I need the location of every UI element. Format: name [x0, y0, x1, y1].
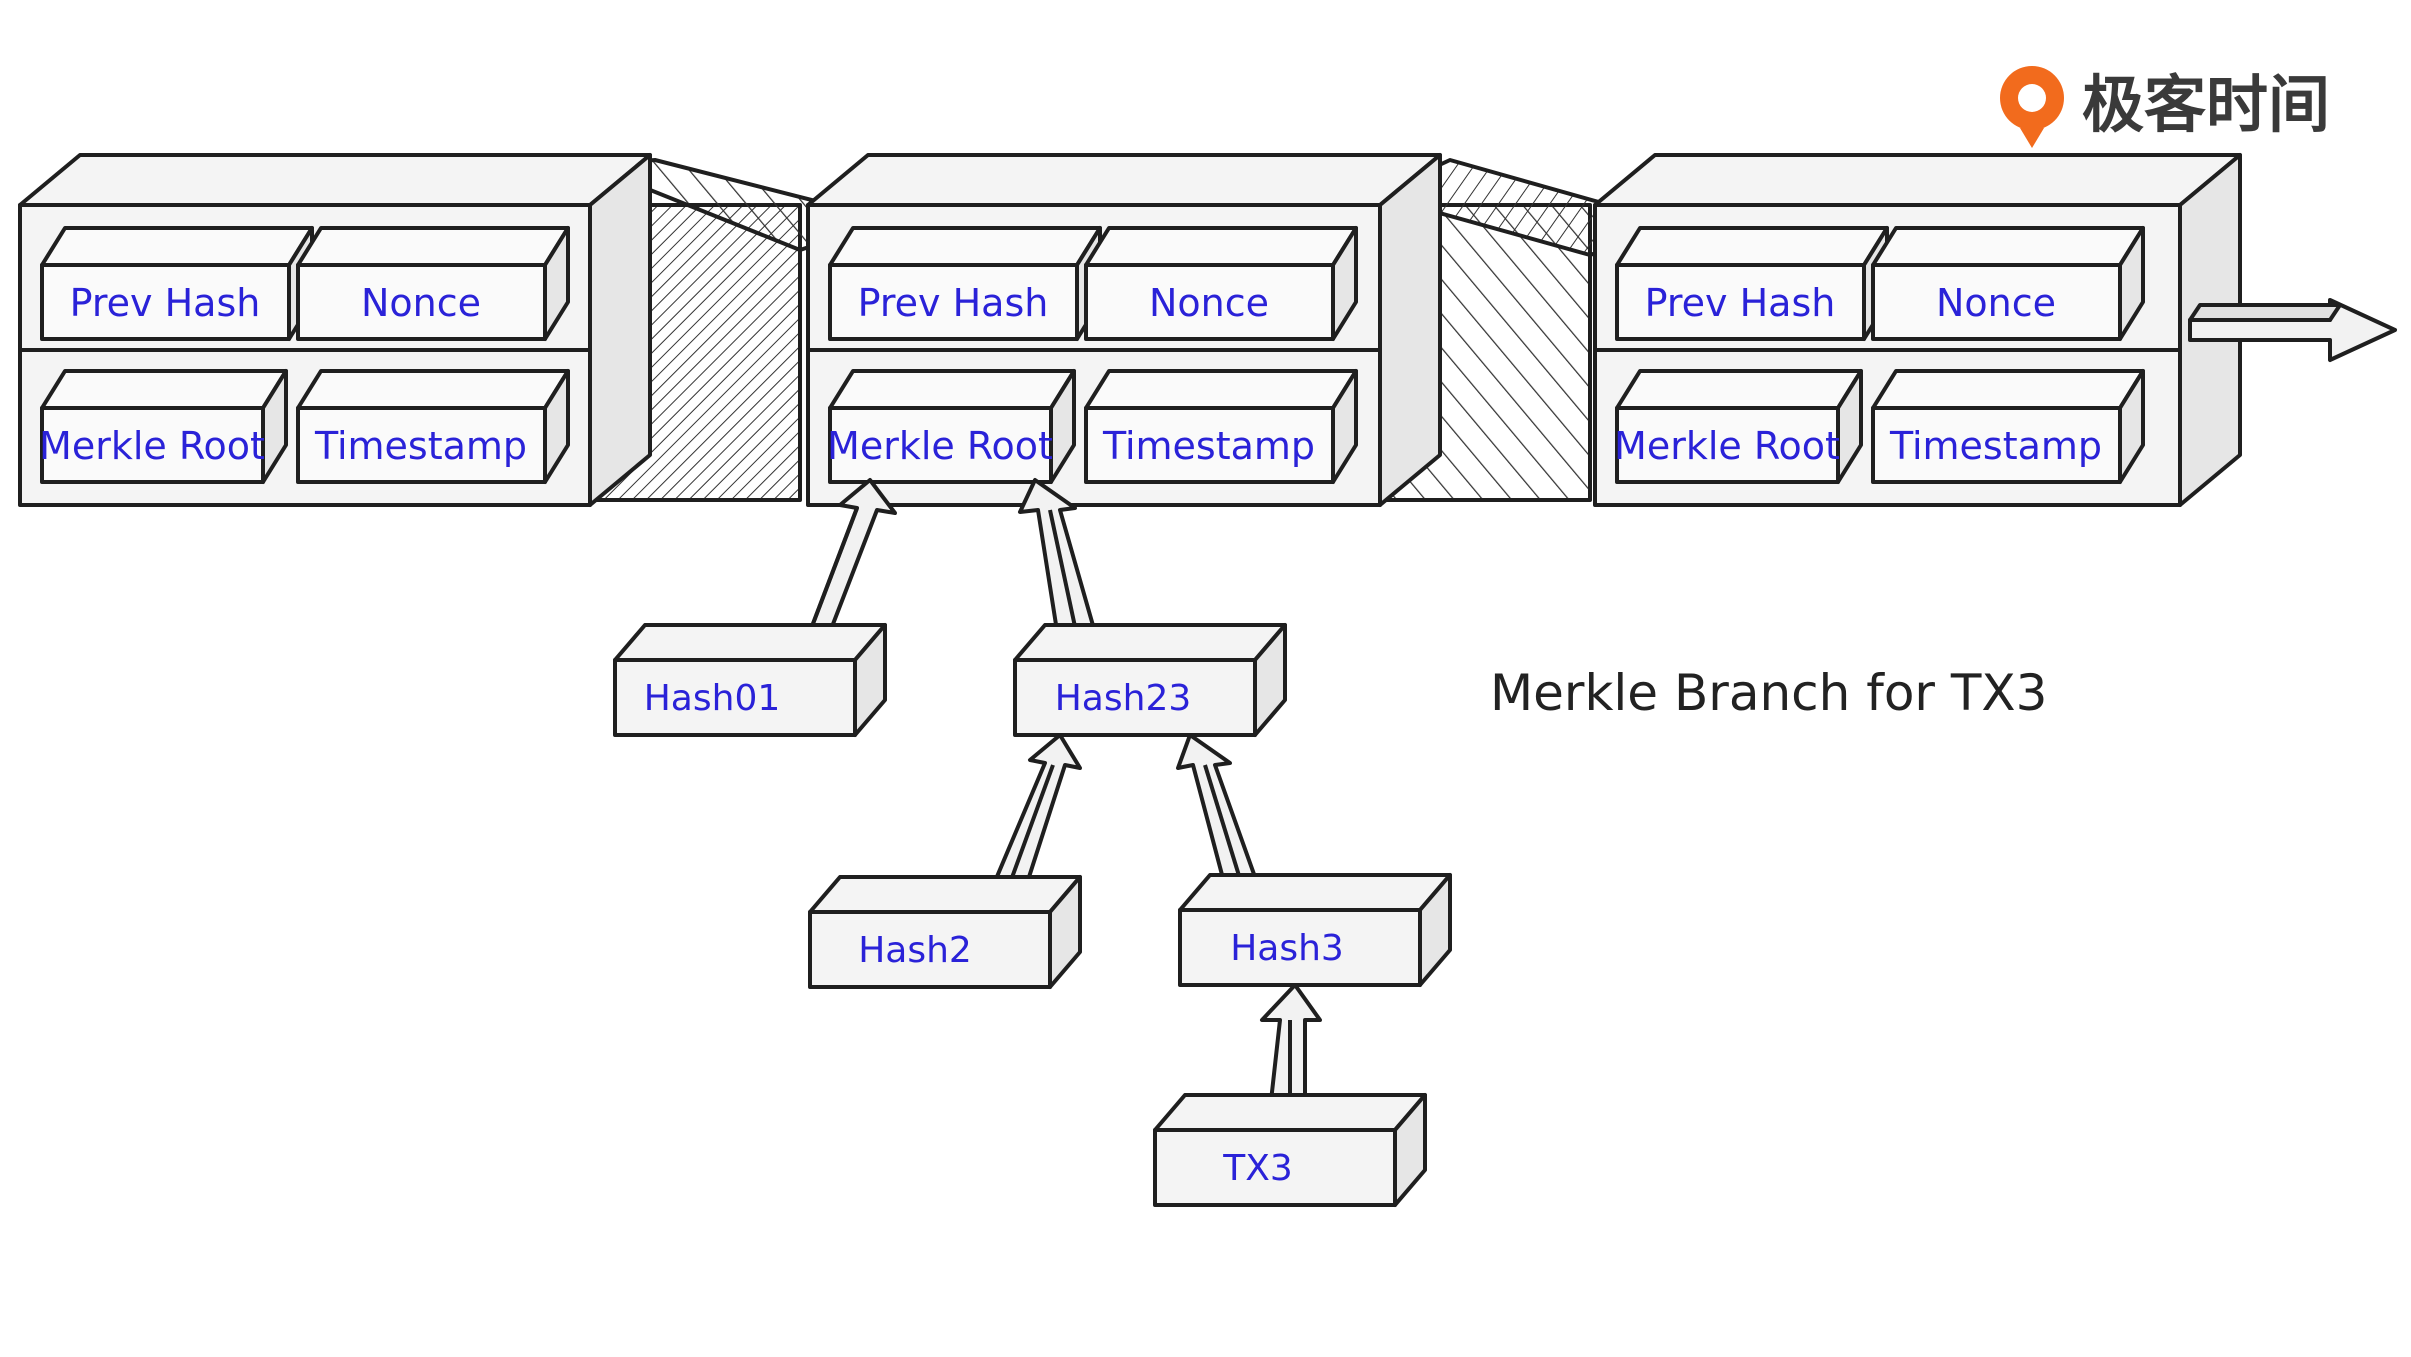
- timestamp-field: Timestamp: [1084, 369, 1358, 484]
- hash2-label: Hash2: [858, 930, 972, 971]
- prev-hash-field: Prev Hash: [40, 226, 314, 341]
- hash3-label: Hash3: [1230, 928, 1344, 969]
- merkle-root-label: Merkle Root: [827, 424, 1053, 468]
- block-1: Prev Hash Nonce Merkle Root Timestamp: [18, 153, 652, 507]
- merkle-root-label: Merkle Root: [39, 424, 265, 468]
- tx3-node: TX3: [1153, 1093, 1427, 1207]
- prev-hash-label: Prev Hash: [70, 281, 261, 325]
- logo-icon: [2000, 66, 2064, 148]
- timestamp-label: Timestamp: [1102, 424, 1315, 468]
- nonce-label: Nonce: [1936, 281, 2056, 325]
- logo: 极客时间: [2000, 66, 2330, 148]
- block-2: Prev Hash Nonce Merkle Root Timestamp: [806, 153, 1442, 507]
- timestamp-label: Timestamp: [1889, 424, 2102, 468]
- nonce-label: Nonce: [1149, 281, 1269, 325]
- hash2-node: Hash2: [808, 875, 1082, 989]
- timestamp-label: Timestamp: [314, 424, 527, 468]
- block-3: Prev Hash Nonce Merkle Root Timestamp: [1593, 153, 2242, 507]
- merkle-root-field: Merkle Root: [827, 369, 1076, 484]
- merkle-branch-caption: Merkle Branch for TX3: [1490, 664, 2047, 722]
- prev-hash-label: Prev Hash: [1645, 281, 1836, 325]
- nonce-field: Nonce: [1871, 226, 2145, 341]
- merkle-root-field: Merkle Root: [39, 369, 288, 484]
- hash01-node: Hash01: [613, 623, 887, 737]
- nonce-field: Nonce: [1084, 226, 1358, 341]
- merkle-root-label: Merkle Root: [1614, 424, 1840, 468]
- timestamp-field: Timestamp: [1871, 369, 2145, 484]
- tx3-label: TX3: [1222, 1148, 1293, 1189]
- timestamp-field: Timestamp: [296, 369, 570, 484]
- hash01-label: Hash01: [644, 678, 781, 719]
- merkle-root-field: Merkle Root: [1614, 369, 1863, 484]
- prev-hash-field: Prev Hash: [828, 226, 1102, 341]
- hash23-label: Hash23: [1055, 678, 1192, 719]
- nonce-label: Nonce: [361, 281, 481, 325]
- hash3-node: Hash3: [1178, 873, 1452, 987]
- hash23-node: Hash23: [1013, 623, 1287, 737]
- next-block-arrow: [2188, 298, 2397, 362]
- prev-hash-label: Prev Hash: [858, 281, 1049, 325]
- logo-text: 极客时间: [2082, 68, 2330, 141]
- nonce-field: Nonce: [296, 226, 570, 341]
- prev-hash-field: Prev Hash: [1615, 226, 1889, 341]
- arrow-tx3-to-hash3: [1260, 983, 1322, 1112]
